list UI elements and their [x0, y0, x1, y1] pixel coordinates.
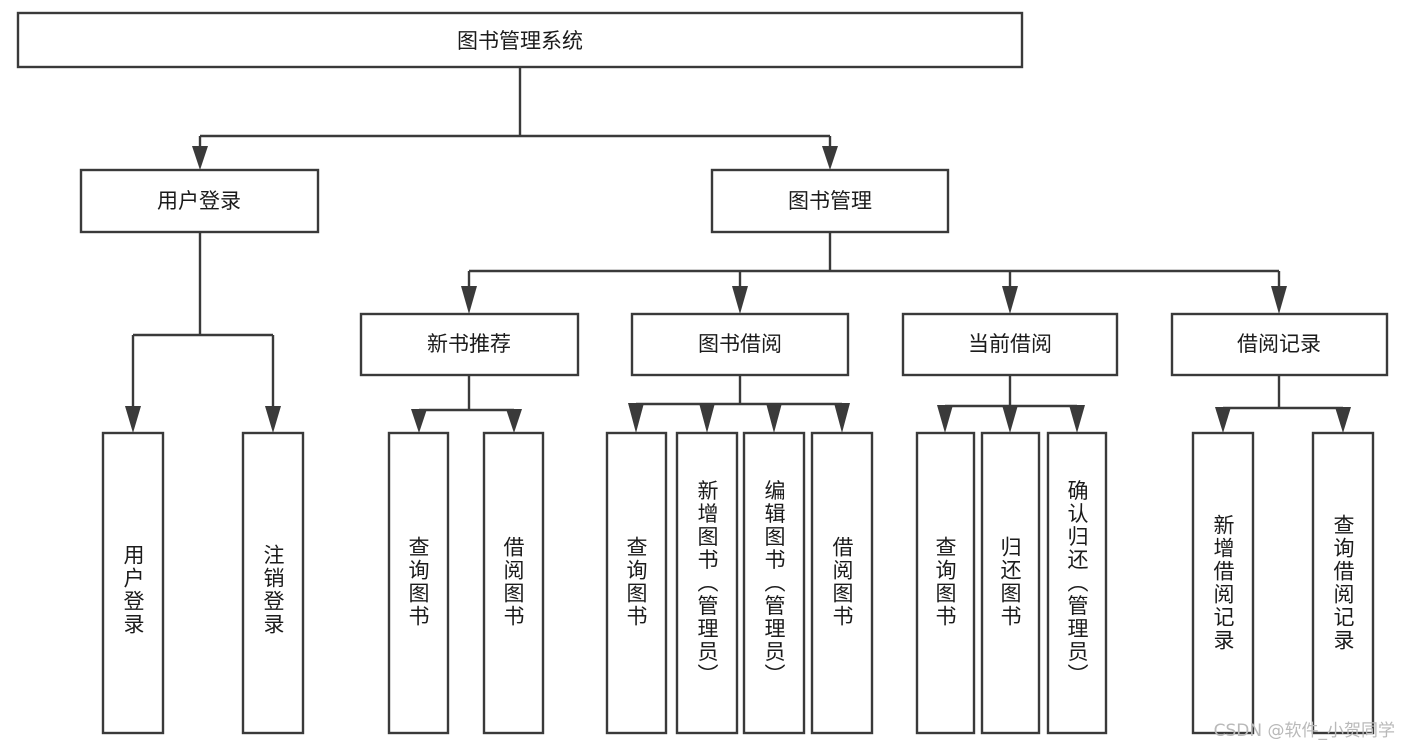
leaf-borrow-record-0[interactable]: 新增借阅记录	[1191, 431, 1255, 735]
leaf-borrow-record-0-box[interactable]	[1191, 431, 1255, 735]
leaf-current-borrow-2-box[interactable]	[1046, 431, 1108, 735]
arrowhead-book-manage	[822, 146, 838, 170]
leaf-book-borrow-1-box[interactable]	[675, 431, 739, 735]
node-new-book-rec-label: 新书推荐	[427, 332, 511, 356]
arrowhead-borrowrecord-query	[1335, 407, 1351, 433]
arrowhead-bookborrow-add	[699, 403, 715, 433]
leaf-user-login-0-label: 用户登录	[121, 544, 145, 636]
arrowhead-newbook-borrow	[506, 409, 522, 433]
arrowhead-borrowrecord-add	[1215, 407, 1231, 433]
node-user-login[interactable]: 用户登录	[79, 168, 320, 234]
node-current-borrow-box[interactable]	[901, 312, 1119, 377]
node-user-login-label: 用户登录	[157, 189, 241, 213]
leaf-book-borrow-3-label: 借阅图书	[830, 536, 854, 628]
leaf-user-login-1-box[interactable]	[241, 431, 305, 735]
leaf-borrow-record-1-box[interactable]	[1311, 431, 1375, 735]
leaf-book-borrow-3[interactable]: 借阅图书	[810, 431, 874, 735]
leaf-book-borrow-2[interactable]: 编辑图书（管理员）	[742, 431, 806, 735]
edges-userlogin-to-leaves	[125, 232, 281, 433]
arrowhead-borrowrecord	[1271, 286, 1287, 314]
node-book-manage-label: 图书管理	[788, 189, 872, 213]
leaf-book-borrow-1-label: 新增图书（管理员）	[695, 480, 719, 687]
node-borrow-record[interactable]: 借阅记录	[1170, 312, 1389, 377]
node-root-box[interactable]	[16, 11, 1024, 69]
leaf-current-borrow-0-box[interactable]	[915, 431, 976, 735]
leaf-new-book-rec-0[interactable]: 查询图书	[387, 431, 450, 735]
leaf-new-book-rec-1[interactable]: 借阅图书	[482, 431, 545, 735]
node-root[interactable]: 图书管理系统	[16, 11, 1024, 69]
leaf-current-borrow-2-label: 确认归还（管理员）	[1065, 480, 1089, 687]
leaf-user-login-1[interactable]: 注销登录	[241, 431, 305, 735]
arrowhead-currentborrow-confirm	[1069, 405, 1085, 433]
node-current-borrow-label: 当前借阅	[968, 332, 1052, 356]
leaf-book-borrow-0[interactable]: 查询图书	[605, 431, 668, 735]
node-book-manage[interactable]: 图书管理	[710, 168, 950, 234]
node-book-borrow[interactable]: 图书借阅	[630, 312, 850, 377]
leaf-book-borrow-0-label: 查询图书	[624, 536, 648, 628]
arrowhead-currentborrow	[1002, 286, 1018, 314]
arrowhead-bookborrow-edit	[766, 403, 782, 433]
node-user-login-box[interactable]	[79, 168, 320, 234]
leaf-borrow-record-1[interactable]: 查询借阅记录	[1311, 431, 1375, 735]
arrowhead-newbook-query	[411, 409, 427, 433]
leaf-current-borrow-1-label: 归还图书	[998, 536, 1022, 628]
leaf-user-login-0-box[interactable]	[101, 431, 165, 735]
node-book-borrow-box[interactable]	[630, 312, 850, 377]
leaf-book-borrow-3-box[interactable]	[810, 431, 874, 735]
leaf-book-borrow-2-box[interactable]	[742, 431, 806, 735]
arrowhead-bookborrow-query	[628, 403, 644, 433]
leaf-user-login-1-label: 注销登录	[261, 544, 285, 636]
leaf-book-borrow-2-label: 编辑图书（管理员）	[762, 480, 786, 687]
leaf-current-borrow-2[interactable]: 确认归还（管理员）	[1046, 431, 1108, 735]
node-new-book-rec-box[interactable]	[359, 312, 580, 377]
arrowhead-currentborrow-query	[937, 405, 953, 433]
edges-currentborrow-to-leaves	[937, 375, 1085, 433]
edges-bookmanage-to-level3	[461, 232, 1287, 314]
leaf-book-borrow-0-box[interactable]	[605, 431, 668, 735]
arrowhead-bookborrow-lend	[834, 403, 850, 433]
arrowhead-leaf-logout	[265, 406, 281, 433]
edges-bookborrow-to-leaves	[628, 375, 850, 433]
arrowhead-newbook	[461, 286, 477, 314]
arrowhead-currentborrow-return	[1002, 405, 1018, 433]
node-borrow-record-box[interactable]	[1170, 312, 1389, 377]
edges-borrowrecord-to-leaves	[1215, 375, 1351, 433]
leaf-book-borrow-1[interactable]: 新增图书（管理员）	[675, 431, 739, 735]
leaf-current-borrow-0-label: 查询图书	[933, 536, 957, 628]
leaf-new-book-rec-0-label: 查询图书	[406, 536, 430, 628]
edges-newbook-to-leaves	[411, 375, 522, 433]
leaf-user-login-0[interactable]: 用户登录	[101, 431, 165, 735]
leaf-borrow-record-1-label: 查询借阅记录	[1331, 514, 1355, 652]
arrowhead-leaf-user-login	[125, 406, 141, 433]
node-new-book-rec[interactable]: 新书推荐	[359, 312, 580, 377]
leaf-current-borrow-1[interactable]: 归还图书	[980, 431, 1041, 735]
leaf-current-borrow-0[interactable]: 查询图书	[915, 431, 976, 735]
node-book-manage-box[interactable]	[710, 168, 950, 234]
node-book-borrow-label: 图书借阅	[698, 332, 782, 356]
node-root-label: 图书管理系统	[457, 29, 583, 53]
node-current-borrow[interactable]: 当前借阅	[901, 312, 1119, 377]
node-borrow-record-label: 借阅记录	[1237, 332, 1321, 356]
arrowhead-user-login	[192, 146, 208, 170]
arrowhead-bookborrow	[732, 286, 748, 314]
edges-root-to-level2	[192, 67, 838, 170]
leaf-new-book-rec-0-box[interactable]	[387, 431, 450, 735]
leaf-borrow-record-0-label: 新增借阅记录	[1211, 514, 1235, 652]
leaf-new-book-rec-1-label: 借阅图书	[501, 536, 525, 628]
leaf-current-borrow-1-box[interactable]	[980, 431, 1041, 735]
leaf-new-book-rec-1-box[interactable]	[482, 431, 545, 735]
